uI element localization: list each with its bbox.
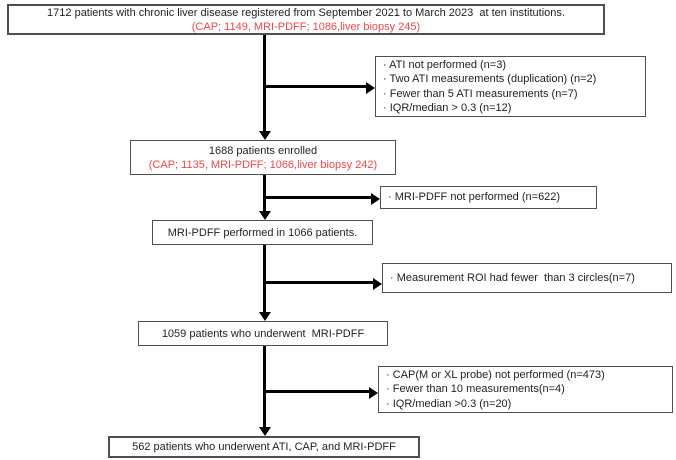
flow-box-final: 562 patients who underwent ATI, CAP, and…	[108, 436, 420, 458]
exclusion-item: · Two ATI measurements (duplication) (n=…	[383, 73, 597, 85]
arrowhead-down-3	[259, 312, 271, 321]
exclusion-item: · IQR/median >0.3 (n=20)	[386, 397, 512, 410]
exclusion-box-ati: · ATI not performed (n=3) · Two ATI meas…	[375, 56, 646, 117]
trunk-line-4	[263, 346, 266, 427]
exclusion-item: · IQR/median > 0.3 (n=12)	[383, 102, 512, 114]
exclusion-item: · Measurement ROI had fewer than 3 circl…	[390, 271, 635, 284]
final-text: 562 patients who underwent ATI, CAP, and…	[132, 441, 396, 453]
branch-line-4	[265, 390, 369, 393]
arrowhead-right-2	[371, 193, 380, 205]
underwent-mri-text: 1059 patients who underwent MRI-PDFF	[161, 327, 365, 340]
exclusion-item: · MRI-PDFF not performed (n=622)	[388, 191, 561, 204]
trunk-line-3	[263, 245, 266, 312]
exclusion-box-roi: · Measurement ROI had fewer than 3 circl…	[382, 263, 672, 293]
trunk-line-2	[263, 175, 266, 211]
exclusion-item: · Fewer than 10 measurements(n=4)	[386, 383, 565, 396]
exclusion-box-cap: · CAP(M or XL probe) not performed (n=47…	[378, 366, 673, 413]
exclusion-item: · CAP(M or XL probe) not performed (n=47…	[386, 368, 605, 381]
trunk-line-1	[263, 35, 266, 131]
arrowhead-down-4	[259, 427, 271, 436]
branch-line-1	[265, 85, 366, 88]
arrowhead-right-1	[366, 82, 375, 94]
arrowhead-right-4	[369, 387, 378, 399]
enrolled-subtext: (CAP; 1135, MRI-PDFF; 1066,liver biopsy …	[148, 158, 378, 171]
mri-performed-text: MRI-PDFF performed in 1066 patients.	[167, 226, 358, 239]
arrowhead-right-3	[373, 278, 382, 290]
flow-box-registered: 1712 patients with chronic liver disease…	[7, 4, 605, 35]
enrolled-text: 1688 patients enrolled	[208, 144, 318, 157]
exclusion-box-mri-pdff: · MRI-PDFF not performed (n=622)	[380, 186, 597, 209]
arrowhead-down-1	[259, 131, 271, 140]
exclusion-item: · ATI not performed (n=3)	[383, 58, 506, 71]
registered-subtext: (CAP; 1149, MRI-PDFF; 1086,liver biopsy …	[191, 20, 421, 33]
registered-text: 1712 patients with chronic liver disease…	[47, 6, 565, 19]
branch-line-2	[265, 196, 371, 199]
branch-line-3	[265, 281, 373, 284]
flow-box-enrolled: 1688 patients enrolled (CAP; 1135, MRI-P…	[130, 140, 396, 175]
flow-box-mri-performed: MRI-PDFF performed in 1066 patients.	[152, 220, 373, 245]
flow-box-underwent-mri: 1059 patients who underwent MRI-PDFF	[138, 321, 388, 346]
exclusion-item: · Fewer than 5 ATI measurements (n=7)	[383, 87, 578, 100]
arrowhead-down-2	[259, 211, 271, 220]
